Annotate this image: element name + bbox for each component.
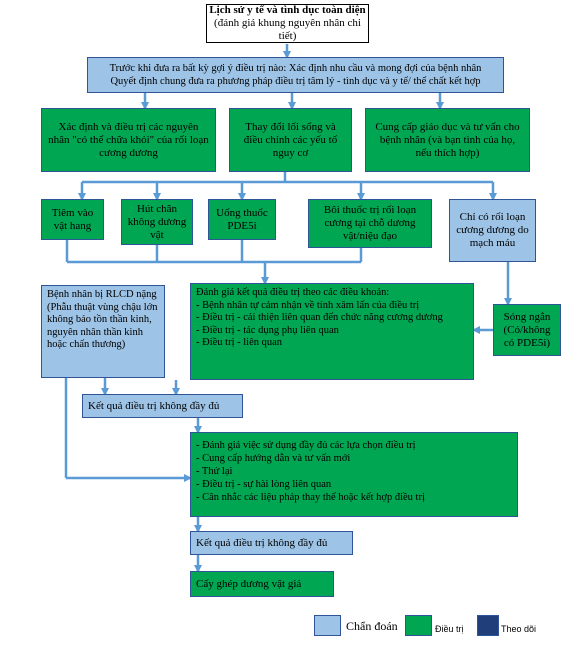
topical-text: Bôi thuốc trị rối loạn cương tại chỗ dươ… (323, 204, 417, 242)
history-title: Lịch sử y tế và tình dục toàn diện (209, 4, 366, 16)
vacuum-box: Hút chân không dương vật (121, 199, 193, 245)
intracavernosal-box: Tiêm vào vật hang (41, 199, 104, 240)
pde5i-box: Uống thuốc PDE5i (208, 199, 276, 240)
legend-followup-label: Theo dõi (501, 624, 537, 634)
topical-box: Bôi thuốc trị rối loạn cương tại chỗ dươ… (308, 199, 432, 248)
shockwave-text: Sóng ngắn (Có/không có PDE5i) (503, 310, 551, 349)
vacuum-text: Hút chân không dương vật (127, 202, 187, 241)
curable-causes-text: Xác định và điều trị các nguyên nhân "có… (48, 120, 209, 159)
needs-line: Trước khi đưa ra bất kỳ gợi ý điều trị n… (109, 63, 482, 74)
review-box: - Đánh giá việc sử dụng đầy đủ các lựa c… (190, 432, 518, 517)
evaluate-item: - Bệnh nhân tự cảm nhận về tính xâm lấn … (196, 299, 420, 311)
decision-line: Quyết định chung đưa ra phương pháp điều… (110, 76, 481, 87)
implant-box: Cấy ghép dương vật giả (190, 571, 334, 597)
review-item: - Điều trị - sự hài lòng liên quan (196, 479, 332, 490)
lifestyle-box: Thay đổi lối sống và điều chỉnh các yếu … (229, 108, 352, 172)
review-item: - Thử lại (196, 466, 233, 477)
vascular-ed-box: Chỉ có rối loạn cương dương do mạch máu (449, 199, 536, 262)
curable-causes-box: Xác định và điều trị các nguyên nhân "có… (41, 108, 216, 172)
pde5i-text: Uống thuốc PDE5i (216, 206, 268, 232)
intracavernosal-text: Tiêm vào vật hang (51, 206, 94, 232)
vascular-ed-text: Chỉ có rối loạn cương dương do mạch máu (456, 211, 529, 249)
history-subtitle: (đánh giá khung nguyên nhân chi tiết) (214, 17, 361, 42)
lifestyle-text: Thay đổi lối sống và điều chỉnh các yếu … (243, 120, 338, 159)
implant-text: Cấy ghép dương vật giả (196, 577, 302, 590)
legend-treatment-label: Điều trị (435, 624, 464, 634)
evaluate-item: - Điều trị - cải thiện liên quan đến chứ… (196, 312, 443, 323)
severe-ed-box: Bệnh nhân bị RLCD nặng (Phẫu thuật vùng … (41, 285, 165, 378)
inadequate-result-text-2: Kết quả điều trị không đầy đủ (196, 536, 328, 549)
legend-diagnosis-label: Chẩn đoán (346, 619, 398, 633)
evaluate-item: - Điều trị - liên quan (196, 337, 283, 348)
evaluate-item: - Điều trị - tác dụng phụ liên quan (196, 324, 339, 336)
review-item: - Cân nhắc các liệu pháp thay thế hoặc k… (196, 492, 425, 503)
inadequate-result-box-2: Kết quả điều trị không đầy đủ (190, 531, 353, 555)
evaluate-box: Đánh giá kết quả điều trị theo các điều … (190, 283, 474, 380)
education-text: Cung cấp giáo dục và tư vấn cho bệnh nhâ… (375, 120, 520, 159)
severe-ed-text: Bệnh nhân bị RLCD nặng (Phẫu thuật vùng … (47, 289, 158, 350)
legend-treatment-swatch (405, 615, 432, 636)
review-item: - Cung cấp hướng dẫn và tư vấn mới (196, 453, 351, 464)
legend-followup-swatch (477, 615, 499, 636)
education-box: Cung cấp giáo dục và tư vấn cho bệnh nhâ… (365, 108, 530, 172)
evaluate-title: Đánh giá kết quả điều trị theo các điều … (196, 287, 390, 298)
review-item: - Đánh giá việc sử dụng đầy đủ các lựa c… (196, 440, 416, 451)
inadequate-result-text-1: Kết quả điều trị không đầy đủ (88, 399, 220, 412)
shockwave-box: Sóng ngắn (Có/không có PDE5i) (493, 304, 561, 356)
needs-expectations-box: Trước khi đưa ra bất kỳ gợi ý điều trị n… (87, 57, 504, 93)
legend-diagnosis-swatch (314, 615, 341, 636)
history-box: Lịch sử y tế và tình dục toàn diện (đánh… (206, 4, 369, 43)
inadequate-result-box-1: Kết quả điều trị không đầy đủ (82, 394, 243, 418)
